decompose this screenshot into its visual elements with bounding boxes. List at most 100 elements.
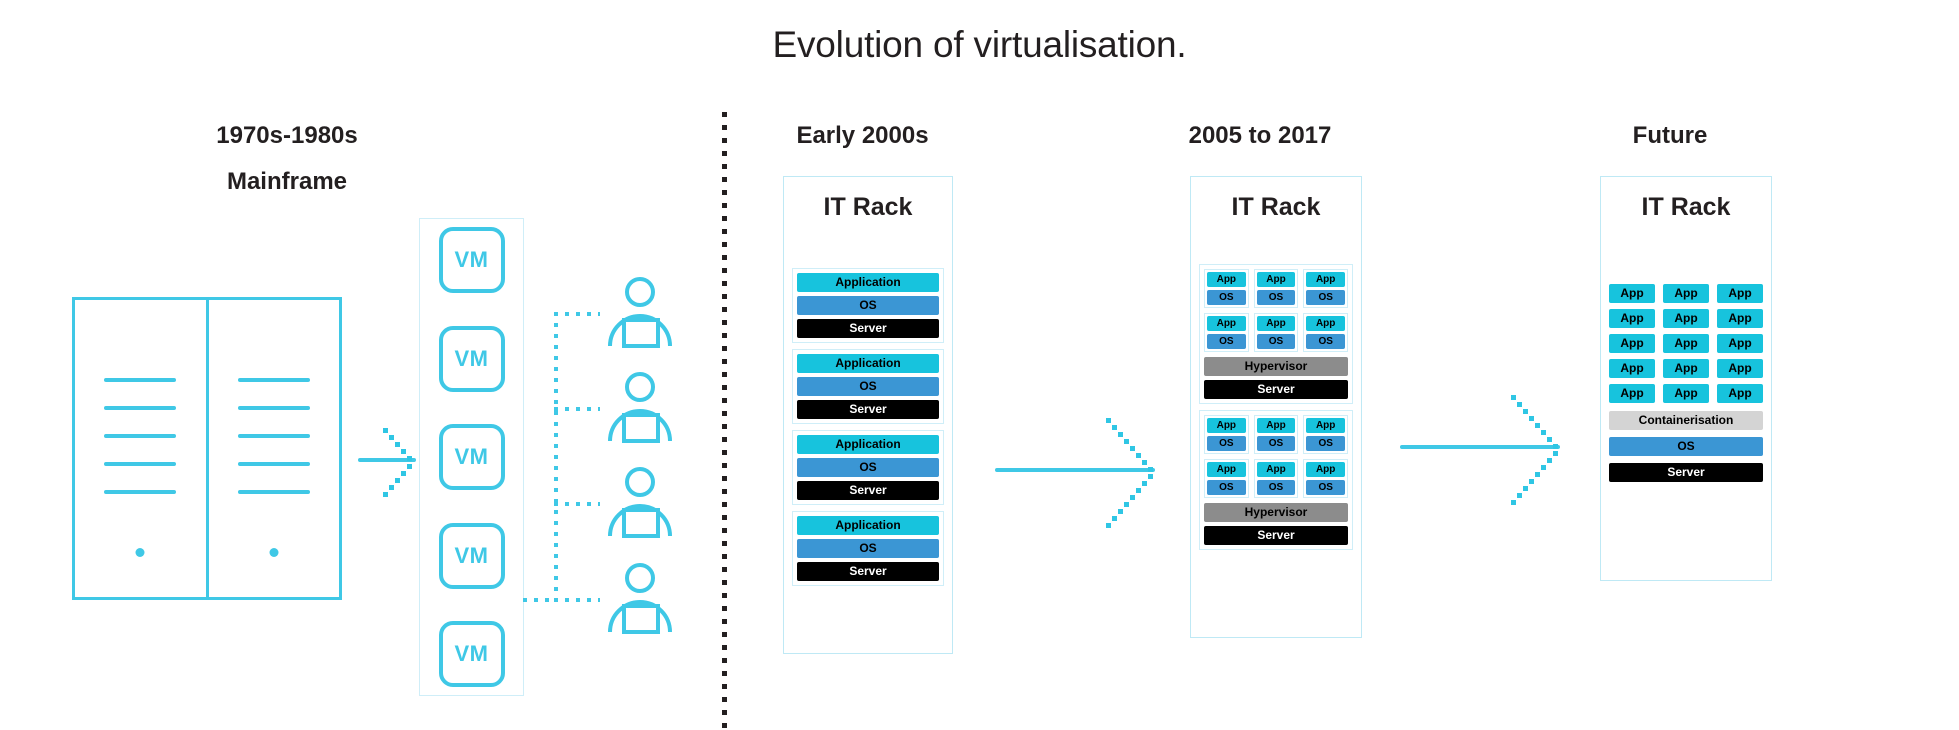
server-bar: Server <box>1609 463 1763 482</box>
server-bar: Server <box>797 400 939 419</box>
rack-early2000s: IT Rack Application OS Server Applicatio… <box>783 176 953 654</box>
rack-future: IT Rack App App App App App App App App … <box>1600 176 1772 581</box>
vm-tile: App OS <box>1253 459 1299 498</box>
vm-box: VM <box>438 424 505 490</box>
app-bar: App <box>1717 284 1763 303</box>
os-bar: OS <box>1306 436 1345 451</box>
rack-title: IT Rack <box>823 193 913 221</box>
app-bar: App <box>1207 418 1246 433</box>
vm-box: VM <box>438 325 505 392</box>
application-bar: Application <box>797 435 939 454</box>
rack-title: IT Rack <box>1231 193 1321 221</box>
os-bar: OS <box>797 296 939 315</box>
mainframe-slot <box>237 406 310 410</box>
server-bar: Server <box>797 319 939 338</box>
server-bar: Server <box>1204 380 1348 399</box>
vm-tile: App OS <box>1204 459 1249 498</box>
os-bar: OS <box>1207 290 1246 305</box>
user-group <box>523 276 705 636</box>
os-bar: OS <box>1306 480 1345 495</box>
os-bar: OS <box>1609 437 1763 456</box>
mainframe-slots-left <box>104 378 177 518</box>
arrow-right-icon-1 <box>358 428 416 497</box>
vm-box: VM <box>438 621 505 687</box>
hypervisor-unit: App OS App OS App OS App OS <box>1199 264 1353 404</box>
os-bar: OS <box>1306 290 1345 305</box>
section-divider <box>722 112 727 730</box>
os-bar: OS <box>1256 334 1296 349</box>
vm-tile: App OS <box>1303 269 1348 308</box>
connector-branch <box>554 312 600 316</box>
os-bar: OS <box>1207 436 1246 451</box>
app-bar: App <box>1256 418 1296 433</box>
server-bar: Server <box>797 562 939 581</box>
app-bar: App <box>1256 462 1296 477</box>
mainframe-slot <box>237 490 310 494</box>
rack-title: IT Rack <box>1641 193 1731 221</box>
vm-tile: App OS <box>1204 313 1249 352</box>
rack-body: App App App App App App App App App App … <box>1601 222 1771 490</box>
vm-stack: VM VM VM VM VM <box>419 218 524 696</box>
connector-branch <box>554 502 600 506</box>
era-heading-2005-2017: 2005 to 2017 <box>1188 122 1332 149</box>
os-bar: OS <box>797 539 939 558</box>
vm-tile: App OS <box>1253 269 1299 308</box>
vm-tile: App OS <box>1253 415 1299 454</box>
os-bar: OS <box>1256 436 1296 451</box>
mainframe-panel-left <box>75 300 209 597</box>
mainframe-unit <box>72 297 342 600</box>
application-bar: Application <box>797 354 939 373</box>
era-heading-mainframe: 1970s-1980s <box>216 122 358 149</box>
app-bar: App <box>1609 309 1655 328</box>
mainframe-slot <box>237 462 310 466</box>
app-bar: App <box>1663 284 1709 303</box>
vm-tile: App OS <box>1303 415 1348 454</box>
hypervisor-unit: App OS App OS App OS App OS <box>1199 410 1353 550</box>
connector-branch <box>554 407 600 411</box>
vm-tile: App OS <box>1204 269 1249 308</box>
page-title: Evolution of virtualisation. <box>772 24 1187 65</box>
app-bar: App <box>1609 384 1655 403</box>
app-bar: App <box>1663 359 1709 378</box>
user-icon <box>600 562 680 634</box>
app-bar: App <box>1256 316 1296 331</box>
mainframe-slot <box>237 434 310 438</box>
mainframe-slot <box>237 378 310 382</box>
user-icon <box>600 466 680 538</box>
hypervisor-bar: Hypervisor <box>1204 357 1348 376</box>
app-bar: App <box>1717 384 1763 403</box>
vm-tile: App OS <box>1204 415 1249 454</box>
app-bar: App <box>1207 272 1246 287</box>
user-icon <box>600 276 680 348</box>
era-subheading-mainframe: Mainframe <box>226 168 348 195</box>
arrow-right-icon-2 <box>995 415 1155 528</box>
connector-stub <box>523 598 555 602</box>
era-heading-early2000s: Early 2000s <box>796 122 929 149</box>
mainframe-indicator-dot <box>269 548 279 557</box>
era-heading-future: Future <box>1632 122 1708 149</box>
vm-tile: App OS <box>1303 459 1348 498</box>
vm-box: VM <box>438 227 505 293</box>
mainframe-panel-right <box>209 300 340 597</box>
app-bar: App <box>1663 334 1709 353</box>
server-unit: Application OS Server <box>792 430 944 505</box>
os-bar: OS <box>1256 480 1296 495</box>
app-bar: App <box>1306 462 1345 477</box>
app-bar: App <box>1663 309 1709 328</box>
connector-trunk <box>554 312 558 600</box>
app-bar: App <box>1717 359 1763 378</box>
rack-2005-2017: IT Rack App OS App OS App OS <box>1190 176 1362 638</box>
application-bar: Application <box>797 516 939 535</box>
arrow-right-icon-3 <box>1400 392 1560 505</box>
mainframe-indicator-dot <box>135 548 145 557</box>
app-bar: App <box>1609 359 1655 378</box>
os-bar: OS <box>1306 334 1345 349</box>
app-bar: App <box>1609 334 1655 353</box>
server-bar: Server <box>797 481 939 500</box>
app-bar: App <box>1207 462 1246 477</box>
vm-box: VM <box>438 522 505 589</box>
connector-branch <box>554 598 600 602</box>
server-unit: Application OS Server <box>792 268 944 343</box>
app-bar: App <box>1663 384 1709 403</box>
